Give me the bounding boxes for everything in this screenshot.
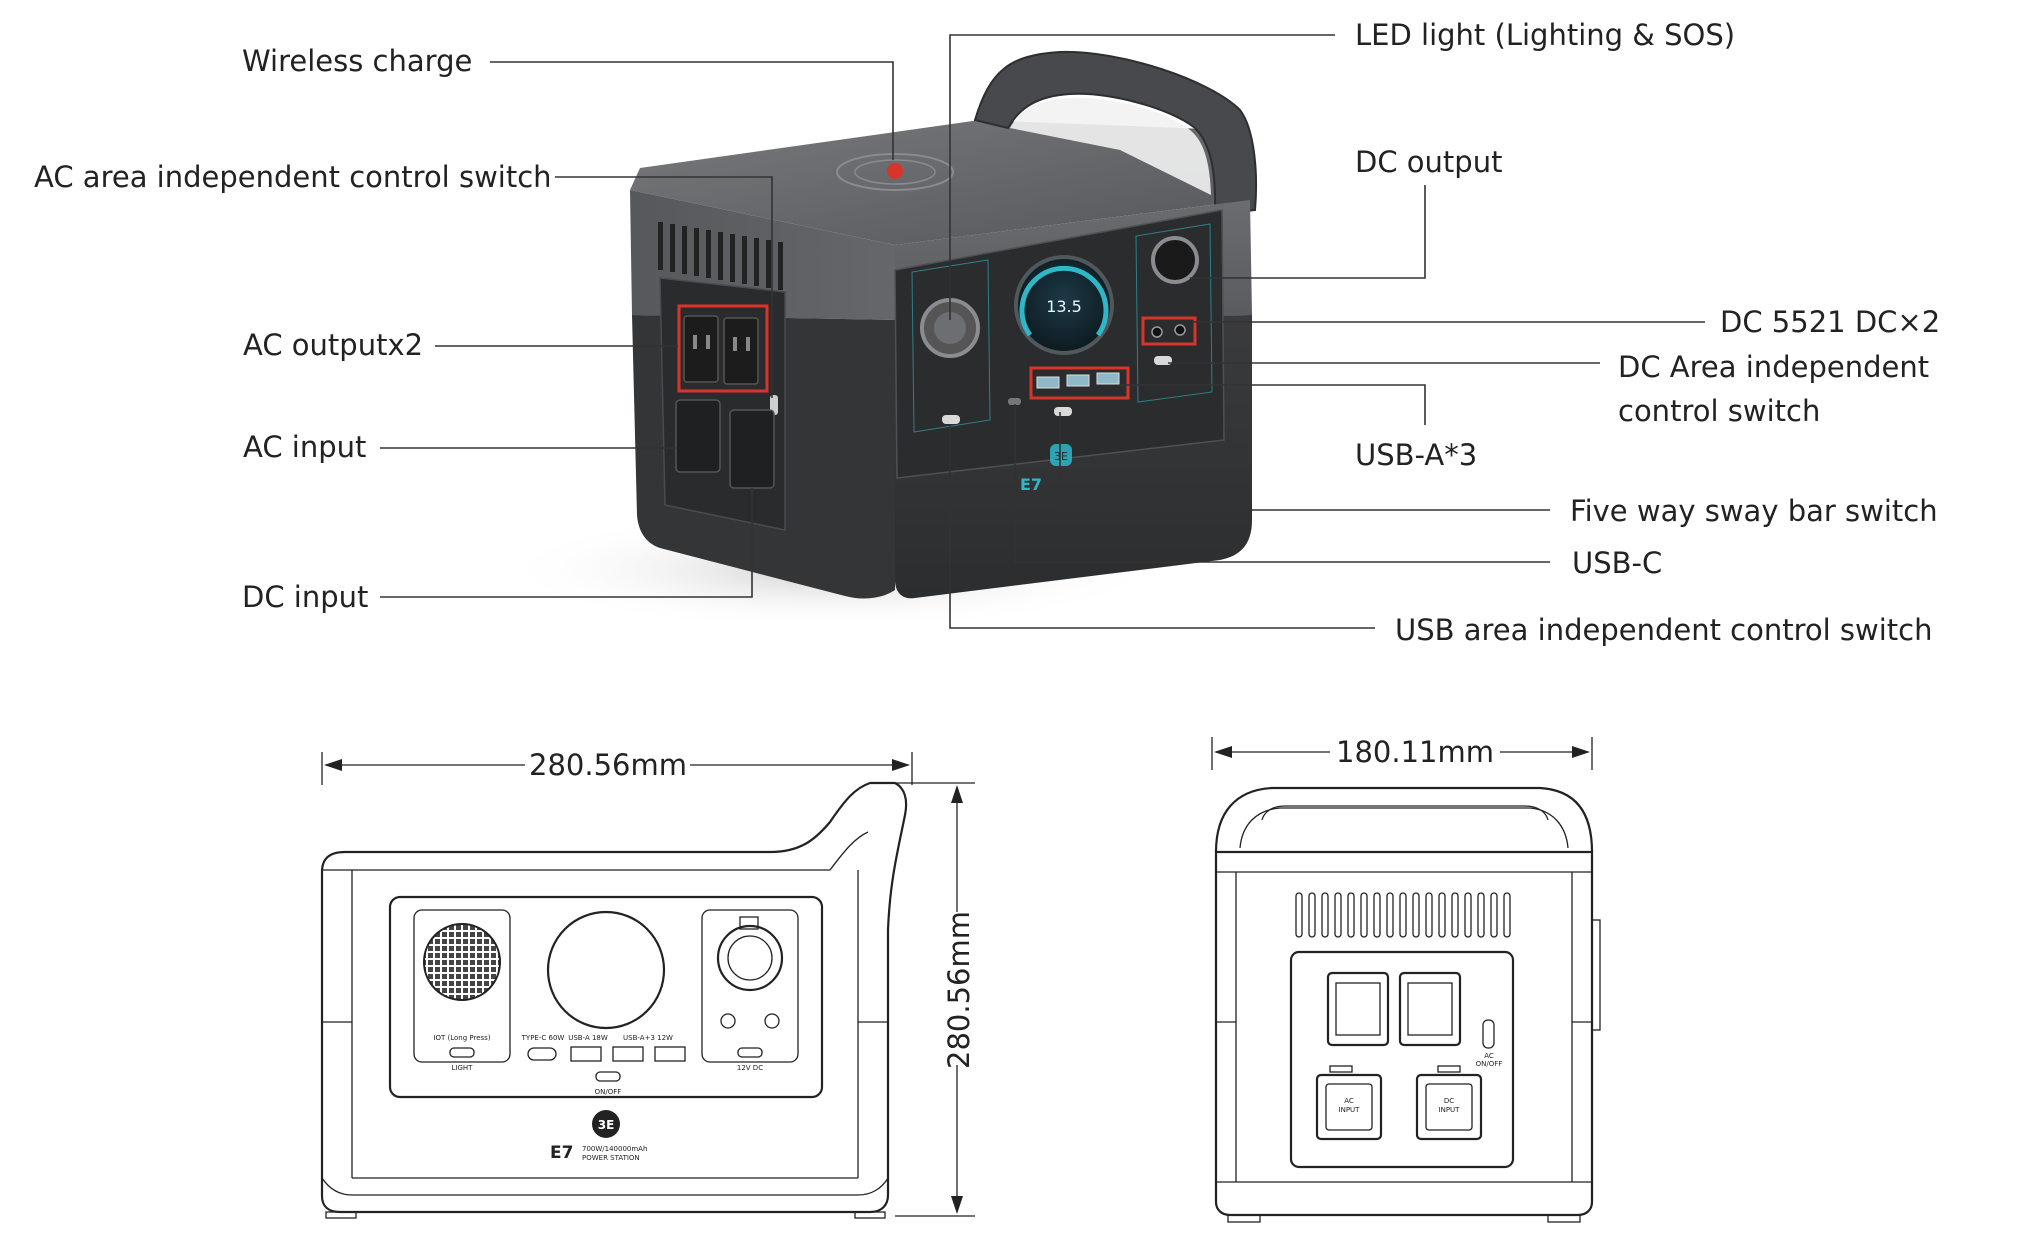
dc-car-socket [1151,236,1199,284]
dc-5521-highlight [1141,316,1197,346]
callout-ac-output: AC outputx2 [243,328,423,362]
wireless-charge-pad-inner [854,159,936,185]
front-label-light: LIGHT [452,1064,474,1072]
carry-handle [973,50,1258,217]
wireless-charge-pad [836,153,954,191]
front-brand-mark [592,1110,620,1138]
display-ring [1019,265,1109,337]
dimension-side-width: 180.11mm [1336,735,1494,769]
front-view-drawing: 280.56mm 280.56mm IOT (Long Press) LIGHT… [320,748,976,1219]
front-label-12v: 12V DC [737,1064,763,1072]
dc-5521-port-1 [1151,326,1163,338]
side-label-ac-onoff-1: AC [1484,1052,1494,1060]
front-label-iot: IOT (Long Press) [433,1034,490,1042]
display-value: 13.5 [1046,297,1082,316]
callout-labels: Wireless charge AC area independent cont… [34,18,1940,647]
usb-switch [1054,407,1072,416]
side-label-dc-input-2: INPUT [1439,1106,1461,1114]
brand-mark-text: 3E [1054,450,1068,463]
dimension-front-width: 280.56mm [529,748,687,782]
front-subtitle: POWER STATION [582,1154,640,1162]
callout-ac-area-switch: AC area independent control switch [34,160,552,194]
vent-slots [658,222,783,290]
handle-inner [1010,97,1211,195]
front-label-usb-onoff: ON/OFF [595,1088,622,1096]
dc-switch [1154,356,1172,365]
side-vent-slots [1295,892,1511,938]
light-module-frame [911,259,991,433]
ac-output-highlight [677,304,769,393]
dc-module-frame [1135,223,1213,403]
side-label-dc-input-1: DC [1444,1097,1454,1105]
callout-ac-input: AC input [243,430,366,464]
callout-usb-c: USB-C [1572,546,1662,580]
wireless-charge-indicator [887,163,903,179]
callout-five-way-switch: Five way sway bar switch [1570,494,1938,528]
side-view-drawing: 180.11mm [1211,735,1601,1223]
model-name: E7 [1020,475,1042,494]
dc-5521-port-2 [1174,324,1186,336]
light-switch [942,415,960,424]
callout-leaders [380,34,1705,629]
brand-mark [1050,444,1072,466]
callout-wireless-charge: Wireless charge [242,44,472,78]
usb-c-port [1008,398,1021,405]
callout-dc-area-switch-line2: control switch [1618,394,1820,428]
display-screen [1014,255,1114,355]
callout-dc-area-switch-line1: DC Area independent [1618,350,1929,384]
callout-dc-output: DC output [1355,145,1502,179]
side-label-ac-onoff-2: ON/OFF [1476,1060,1503,1068]
usb-a-highlight [1029,366,1130,400]
callout-led-light: LED light (Lighting & SOS) [1355,18,1735,52]
front-label-typec: TYPE-C 60W [521,1034,565,1042]
callout-usb-area-switch: USB area independent control switch [1395,613,1933,647]
front-label-usba: USB-A 18W [568,1034,608,1042]
product-render: 13.5 3E E7 [500,50,1258,630]
front-model: E7 [550,1143,573,1163]
usb-a-ports [1036,372,1120,389]
front-spec-line: 700W/140000mAh [582,1145,647,1153]
front-speaker-mesh [423,923,501,1001]
input-ports-side [675,399,775,489]
callout-dc-5521: DC 5521 DC×2 [1720,305,1940,339]
front-brand-mark-text: 3E [598,1118,615,1132]
callout-usb-a: USB-A*3 [1355,438,1477,472]
dimension-front-height: 280.56mm [942,911,976,1069]
callout-dc-input: DC input [242,580,368,614]
ac-output-sockets [683,315,759,385]
front-label-usba-qc: USB-A+3 12W [623,1034,673,1042]
side-label-ac-input-1: AC [1344,1097,1354,1105]
side-label-ac-input-2: INPUT [1339,1106,1361,1114]
